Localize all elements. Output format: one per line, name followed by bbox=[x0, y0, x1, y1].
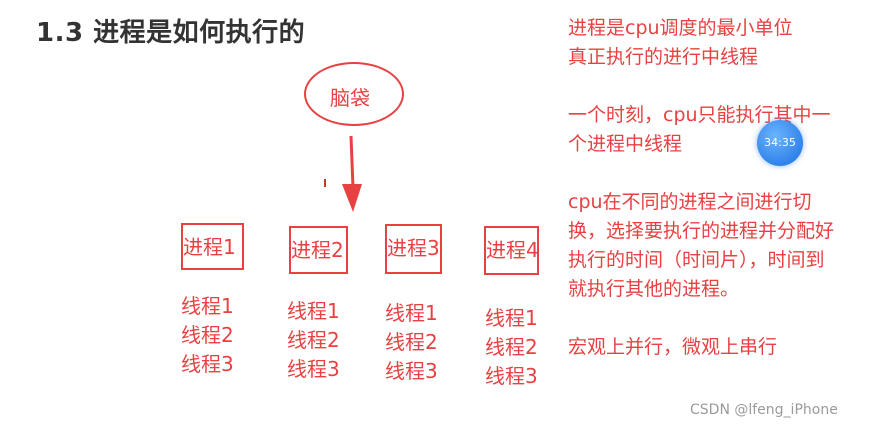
note-line: 执行的时间（时间片），时间到 bbox=[568, 249, 825, 271]
watermark: CSDN @lfeng_iPhone bbox=[690, 402, 838, 418]
thread-item: 线程1 bbox=[181, 294, 234, 318]
thread-item: 线程3 bbox=[287, 357, 340, 381]
text-cursor-mark bbox=[324, 179, 326, 187]
note-line: 个进程中线程 bbox=[568, 133, 683, 155]
floating-timer-bubble[interactable]: 34:35 bbox=[757, 120, 803, 166]
notes-panel: 进程是cpu调度的最小单位 真正执行的进行中线程 一个时刻，cpu只能执行其中一… bbox=[568, 14, 834, 362]
note-line: 宏观上并行，微观上串行 bbox=[568, 336, 778, 358]
process-box-4: 进程4 bbox=[484, 226, 539, 275]
process-label: 进程1 bbox=[183, 235, 236, 259]
thread-item: 线程1 bbox=[287, 299, 340, 323]
brain-label: 脑袋 bbox=[330, 86, 370, 110]
thread-item: 线程2 bbox=[485, 335, 538, 359]
process-label: 进程4 bbox=[486, 238, 539, 262]
thread-item: 线程2 bbox=[181, 323, 234, 347]
down-arrow-icon bbox=[342, 136, 362, 212]
thread-list-2: 线程1 线程2 线程3 bbox=[287, 297, 340, 384]
thread-item: 线程3 bbox=[485, 364, 538, 388]
note-line: cpu在不同的进程之间进行切 bbox=[568, 191, 812, 213]
process-box-1: 进程1 bbox=[181, 223, 244, 270]
note-line: 就执行其他的进程。 bbox=[568, 278, 740, 300]
thread-item: 线程3 bbox=[385, 359, 438, 383]
thread-item: 线程1 bbox=[385, 301, 438, 325]
thread-item: 线程2 bbox=[385, 330, 438, 354]
thread-item: 线程1 bbox=[485, 306, 538, 330]
thread-list-1: 线程1 线程2 线程3 bbox=[181, 292, 234, 379]
thread-list-4: 线程1 线程2 线程3 bbox=[485, 304, 538, 391]
note-line: 真正执行的进行中线程 bbox=[568, 46, 759, 68]
brain-ellipse bbox=[304, 62, 404, 126]
note-line: 进程是cpu调度的最小单位 bbox=[568, 17, 793, 39]
thread-item: 线程3 bbox=[181, 352, 234, 376]
thread-list-3: 线程1 线程2 线程3 bbox=[385, 299, 438, 386]
note-line: 换，选择要执行的进程并分配好 bbox=[568, 220, 835, 242]
thread-item: 线程2 bbox=[287, 328, 340, 352]
process-box-2: 进程2 bbox=[289, 226, 348, 274]
note-line: 一个时刻，cpu只能执行其中一 bbox=[568, 104, 831, 126]
page-heading: 1.3 进程是如何执行的 bbox=[36, 18, 306, 48]
process-label: 进程2 bbox=[291, 238, 344, 262]
process-box-3: 进程3 bbox=[385, 224, 442, 274]
process-label: 进程3 bbox=[387, 236, 440, 260]
